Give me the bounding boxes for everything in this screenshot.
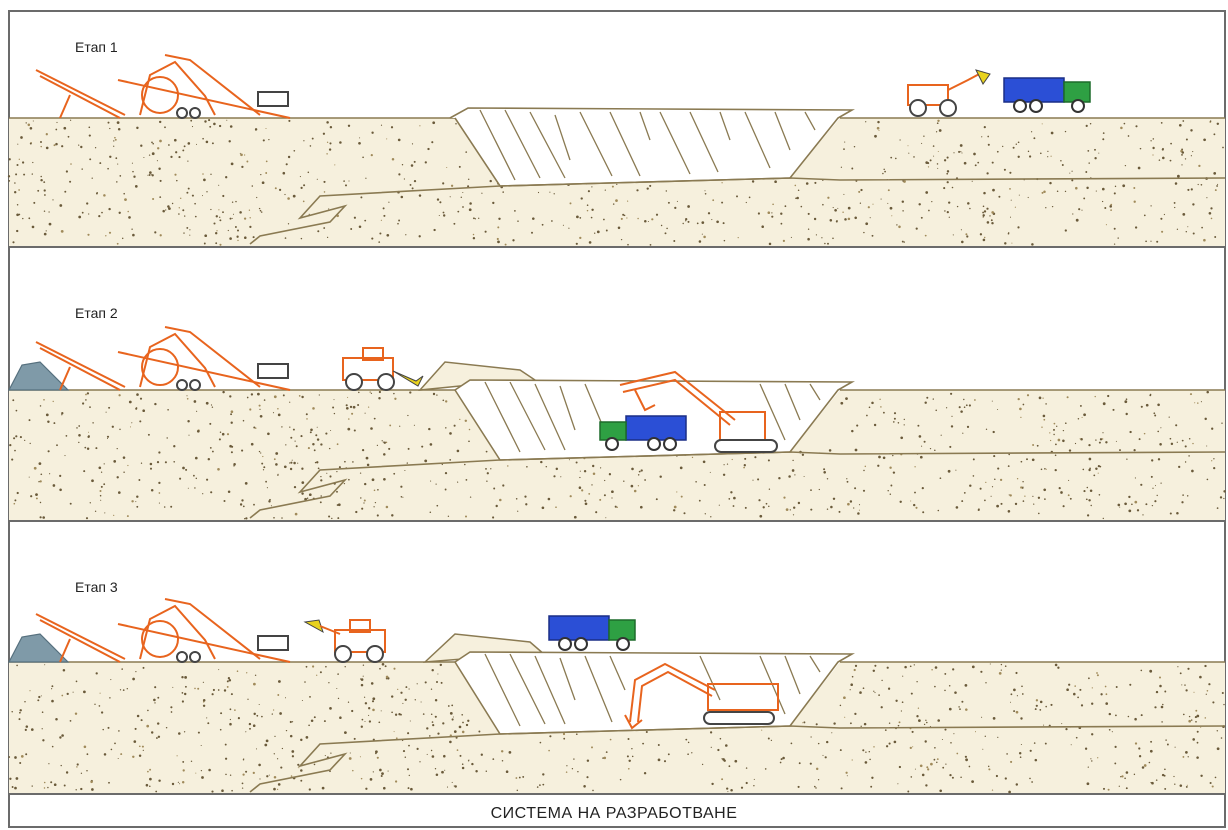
- stage-label: Етап 3: [75, 579, 118, 595]
- stage-label: Етап 1: [75, 39, 118, 55]
- stage-label: Етап 2: [75, 305, 118, 321]
- diagram-caption: СИСТЕМА НА РАЗРАБОТВАНЕ: [491, 805, 738, 822]
